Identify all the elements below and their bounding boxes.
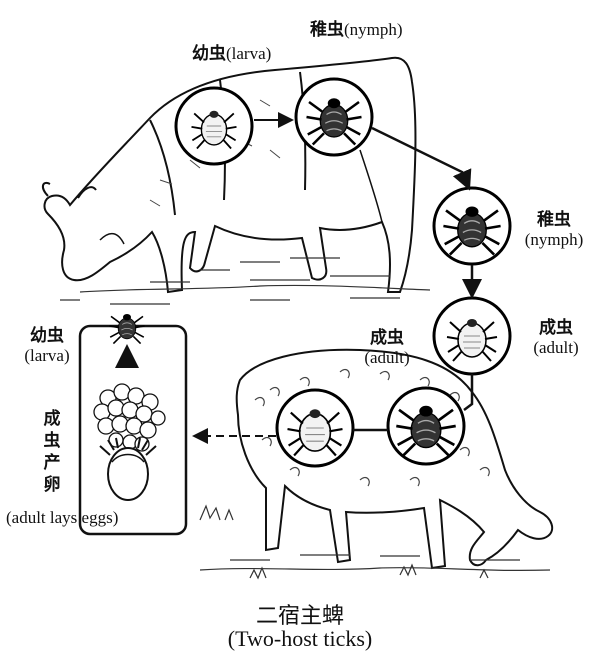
label-nymph-right-zh: 稚虫	[537, 210, 571, 230]
label-adult-right-en: (adult)	[533, 338, 579, 357]
label-larva-left-zh: 幼虫	[30, 326, 64, 346]
sheep-ground	[199, 504, 551, 580]
label-lays-en: (adult lays eggs)	[6, 508, 119, 527]
label-nymph-right-en: (nymph)	[524, 230, 584, 249]
label-nymph-right: 稚虫 (nymph)	[512, 210, 596, 250]
adult-circle-sheep-left	[275, 388, 355, 468]
label-larva-left-en: (larva)	[24, 346, 70, 365]
label-nymph-top: 稚虫(nymph)	[310, 20, 403, 40]
diagram-title-en: (Two-host ticks)	[227, 626, 373, 651]
nymph-circle-cow	[294, 77, 374, 157]
label-adult-right: 成虫 (adult)	[518, 318, 594, 358]
label-larva-top: 幼虫(larva)	[192, 44, 271, 64]
nymph-circle-right	[432, 186, 512, 266]
adult-circle-sheep-right	[386, 386, 466, 466]
diagram-title-zh: 二宿主蜱	[255, 604, 344, 629]
label-adult-mid-en: (adult)	[364, 348, 410, 367]
label-lays-zh: 成 虫 产 卵	[38, 408, 66, 496]
label-larva-top-en: (larva)	[226, 44, 272, 63]
label-lays-zh-1: 成	[43, 409, 61, 429]
label-adult-right-zh: 成虫	[539, 318, 573, 338]
label-lays-zh-4: 卵	[43, 475, 61, 495]
label-nymph-top-en: (nymph)	[344, 20, 403, 39]
cow-ground	[60, 257, 431, 305]
larva-circle-cow	[174, 86, 254, 166]
label-larva-left: 幼虫 (larva)	[14, 326, 80, 366]
egg-box	[78, 313, 188, 536]
label-adult-mid: 成虫 (adult)	[352, 328, 422, 368]
sheep-drawing	[235, 348, 554, 570]
label-lays-zh-2: 虫	[43, 431, 61, 451]
label-nymph-top-zh: 稚虫	[310, 20, 344, 40]
arrow-cow-to-right-nymph	[371, 126, 472, 191]
label-adult-mid-zh: 成虫	[370, 328, 404, 348]
label-lays-zh-3: 产	[43, 453, 61, 473]
adult-circle-right	[432, 296, 512, 376]
label-larva-top-zh: 幼虫	[192, 44, 226, 64]
connector-right-adult-to-sheep	[463, 374, 474, 411]
